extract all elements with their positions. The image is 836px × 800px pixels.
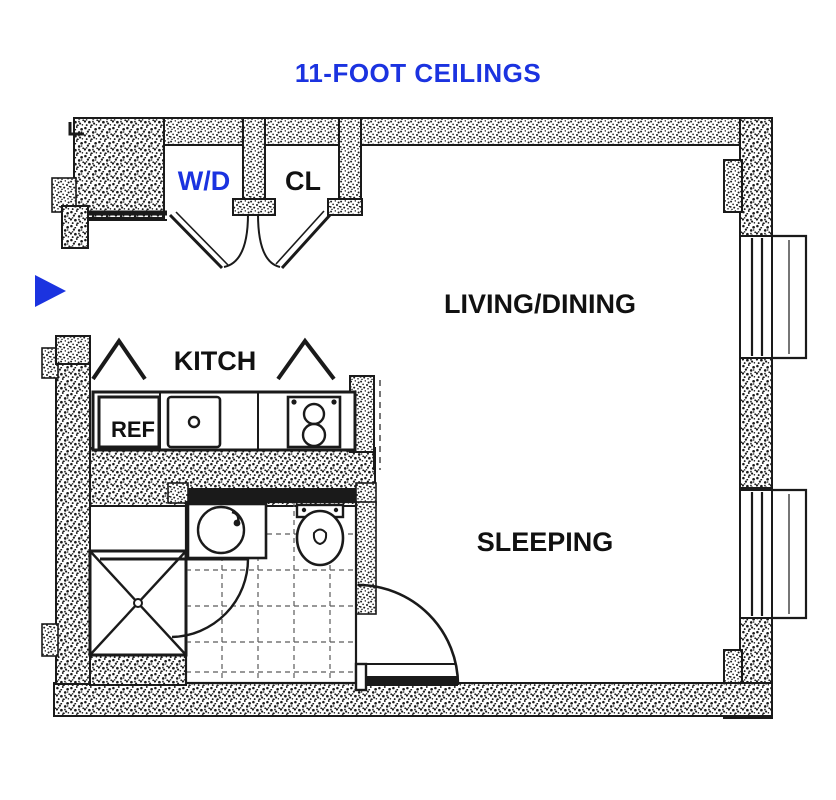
kitchen-cabinet-chevron-left [91, 337, 147, 381]
room-label-sleeping: SLEEPING [477, 527, 614, 557]
room-label-washer-dryer: W/D [178, 166, 230, 196]
room-label-living-dining: LIVING/DINING [444, 289, 636, 319]
wall-closet-right [327, 117, 363, 216]
shower-stall [88, 549, 188, 657]
wall-wd-divider [232, 117, 276, 216]
wall-top [73, 117, 761, 146]
refrigerator-label: REF [111, 417, 155, 442]
wall-bottom [53, 682, 773, 717]
entry-direction-arrow [35, 275, 66, 307]
room-label-kitchen: KITCH [174, 346, 257, 376]
kitchen-sink [166, 395, 222, 449]
wall-bath-top [167, 482, 377, 506]
bathroom-area [100, 500, 358, 685]
refrigerator: REF [97, 395, 161, 449]
wd-closet-bifold-door [168, 211, 249, 270]
wall-right-upper [723, 117, 773, 237]
wall-bath-right [355, 501, 377, 615]
bath-vanity-sink [186, 502, 268, 560]
closet-bifold-door [257, 210, 332, 270]
window-upper-right [739, 234, 808, 360]
kitchen-range [286, 395, 342, 449]
kitchen-cabinet-chevron-right [276, 337, 336, 381]
kitchen-area: REF [91, 337, 357, 452]
wall-below-shower [89, 654, 187, 686]
wall-left-upper-stub [55, 335, 91, 365]
bath-interior-door [100, 557, 250, 639]
wall-entry-block [51, 117, 167, 249]
page-title: 11-FOOT CEILINGS [294, 58, 542, 88]
wall-right-middle [739, 357, 773, 489]
bathroom-entry-door [354, 583, 460, 692]
room-label-closet: CL [285, 166, 321, 196]
wall-left [41, 335, 91, 685]
window-lower-right [739, 488, 808, 620]
toilet [295, 503, 345, 567]
